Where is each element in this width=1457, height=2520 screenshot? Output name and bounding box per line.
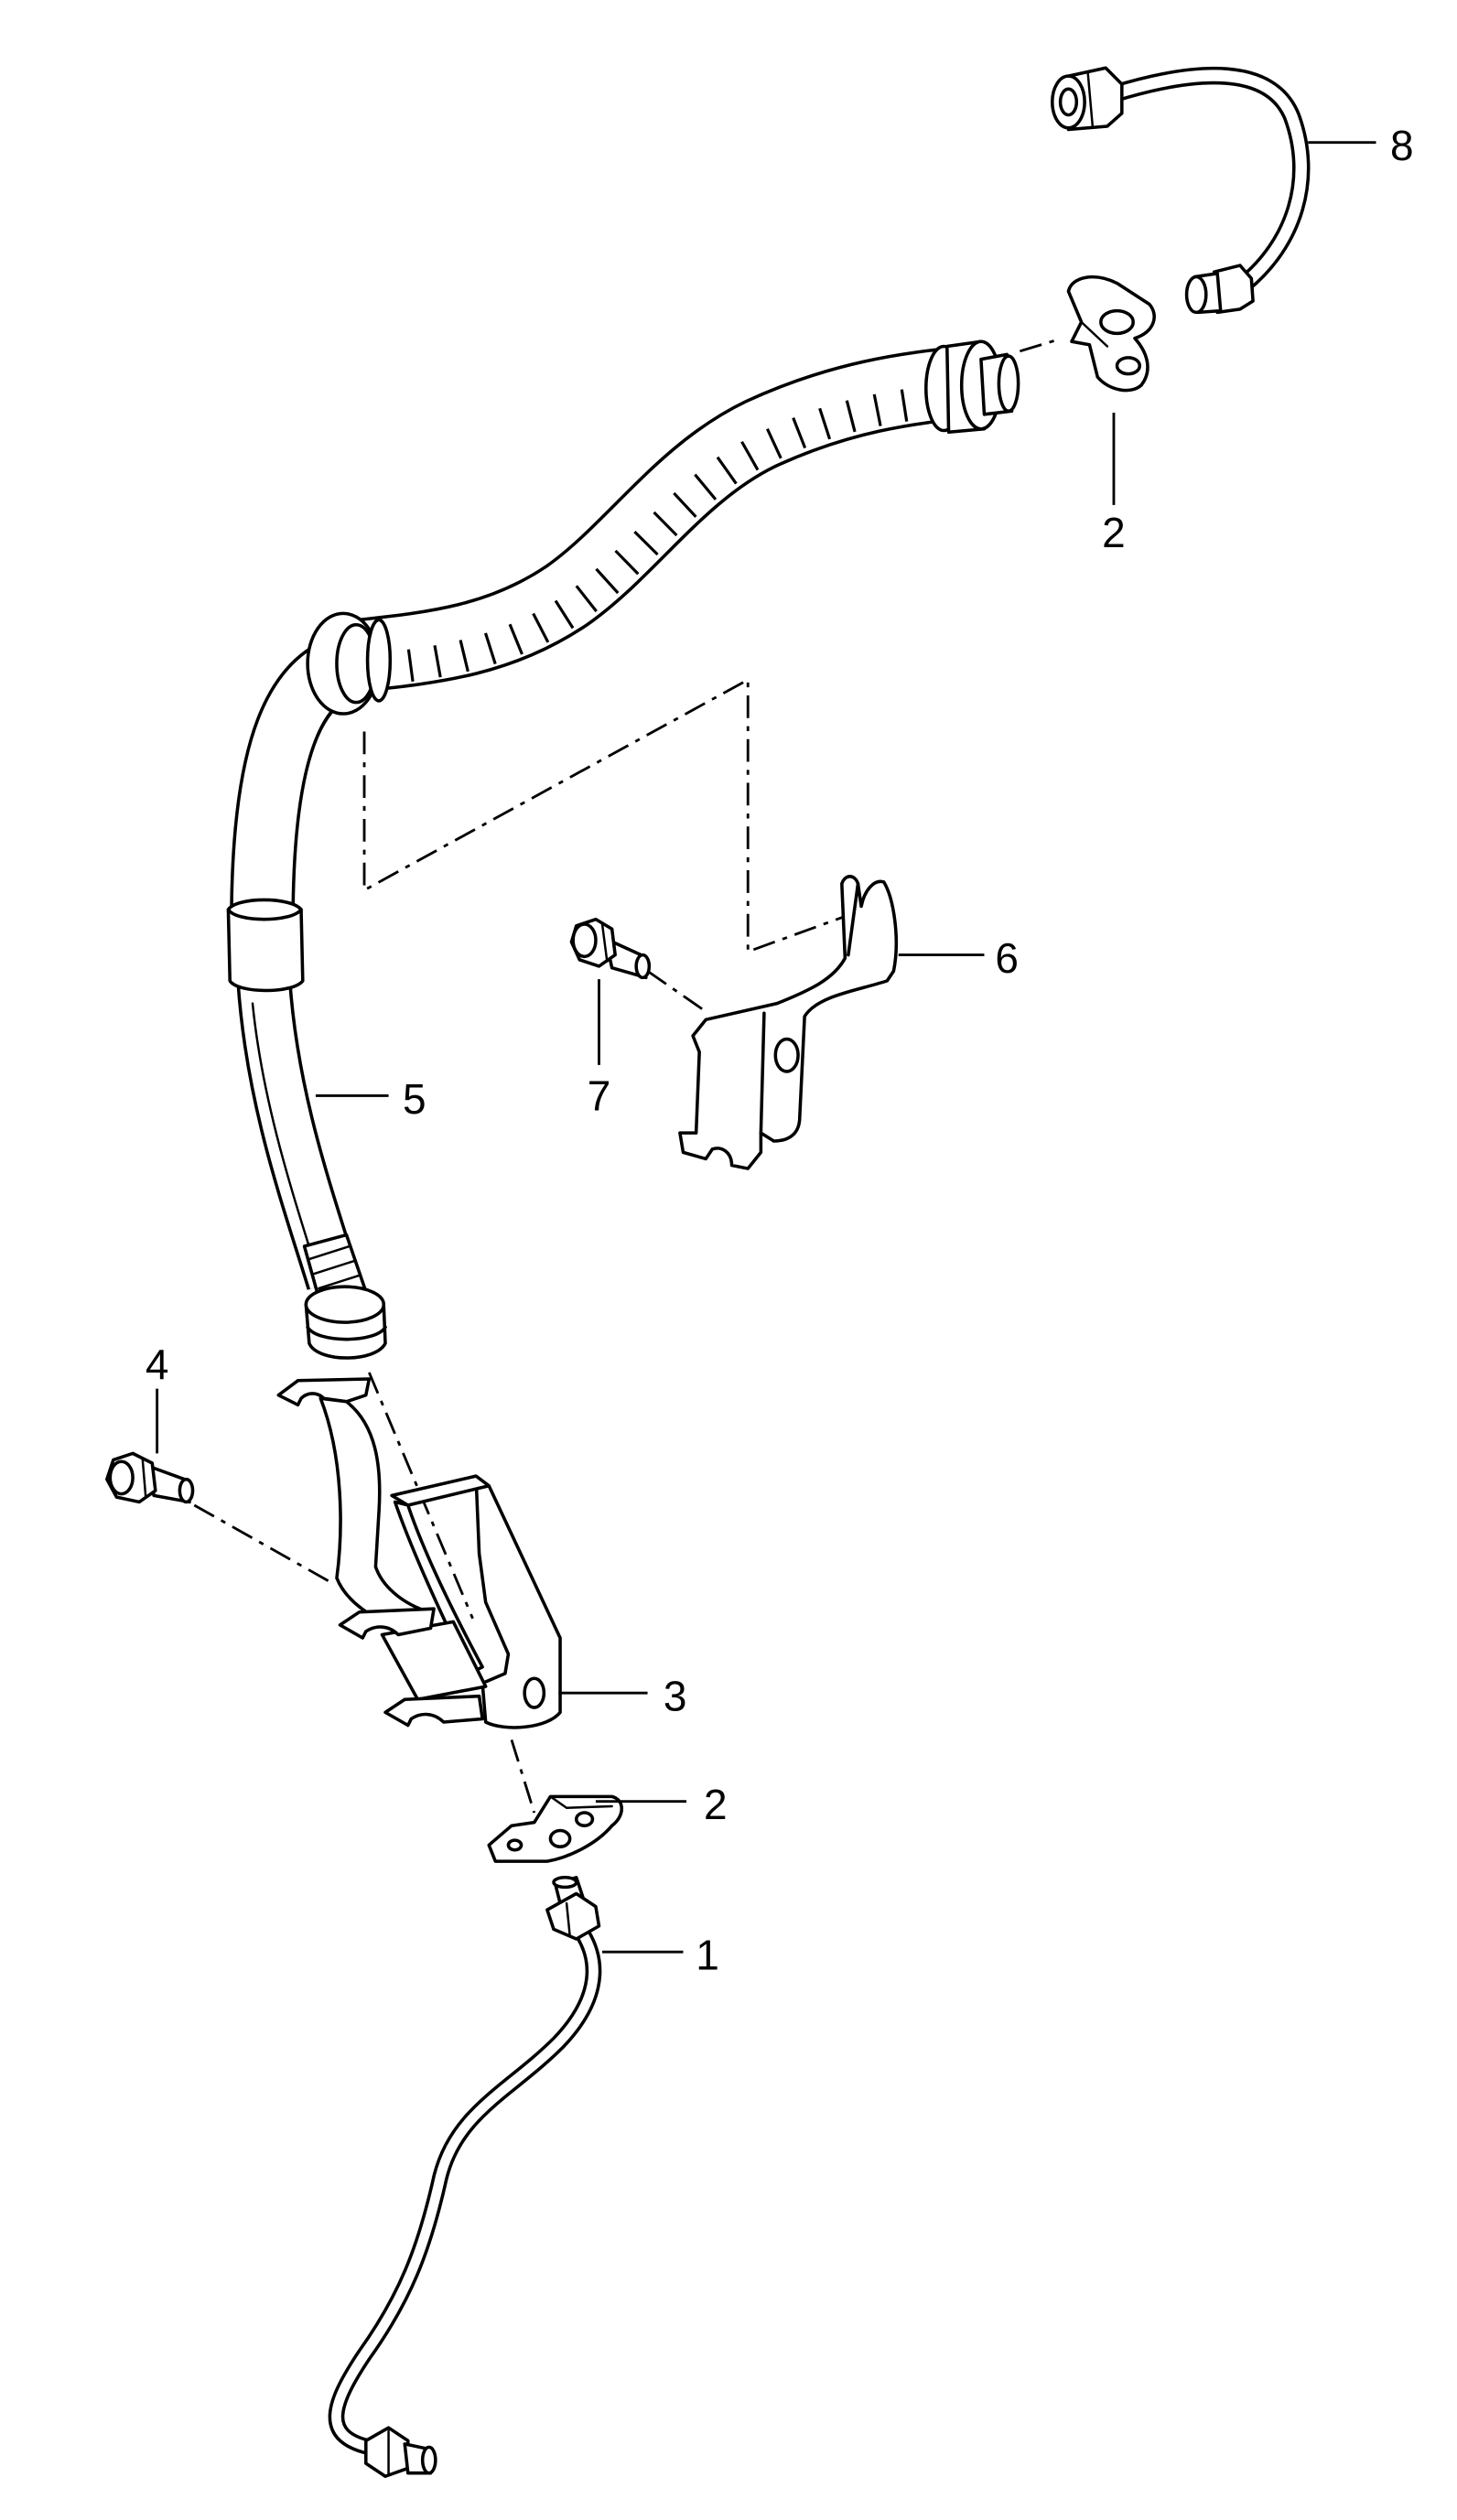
part-1-top-nut <box>545 1891 601 1941</box>
part-6-bracket <box>678 875 899 1170</box>
part-3-bracket-lower-tab-2 <box>383 1694 484 1728</box>
part-8-brake-line <box>1050 66 1311 315</box>
part-6-bracket-bend <box>759 1011 766 1135</box>
part-5-crimp-line-1 <box>308 1244 351 1261</box>
part-1-top-thread-end <box>552 1876 578 1890</box>
part-5-corrugated-fill <box>355 348 972 690</box>
part-5-top-right-nipple-end <box>997 354 1020 414</box>
leader-lines <box>156 141 1376 1954</box>
callout-part-4: 4 <box>146 1341 169 1388</box>
assembly-line-hose-to-bracket-6 <box>362 677 856 954</box>
part-5-bottom-collar-top <box>304 1285 386 1324</box>
part-4-bolt <box>105 1451 195 1504</box>
callout-labels: 8 2 6 7 5 4 3 2 1 <box>146 122 1414 1979</box>
part-5-brake-hose <box>226 339 1020 1360</box>
part-3-bracket-channel-top <box>390 1474 491 1507</box>
part-6-bracket-hole <box>773 1037 800 1073</box>
part-3-bracket-lower-tab-1 <box>338 1607 436 1640</box>
part-1-top-nut-edge <box>565 1901 571 1937</box>
part-1-bottom-thread-end <box>420 2445 437 2475</box>
part-4-bolt-tip <box>178 1477 195 1504</box>
callout-part-8: 8 <box>1390 122 1414 169</box>
callout-part-3: 3 <box>664 1673 687 1720</box>
part-3-bracket-hole <box>523 1676 546 1709</box>
part-5-lower-hose-fill <box>239 979 357 1289</box>
part-3-bracket-channel-right <box>474 1474 562 1729</box>
callout-part-7: 7 <box>588 1072 611 1119</box>
part-1-tube-outline <box>328 1930 602 2456</box>
part-5-lower-hose-highlight <box>251 1002 316 1264</box>
assembly-line-top-clip <box>1019 339 1058 353</box>
part-5-crimp-line-3 <box>318 1274 361 1290</box>
part-2-bottom-clip <box>487 1794 624 1863</box>
part-2-bottom-clip-hole-3 <box>574 1811 595 1827</box>
assembly-line-bracket-to-clip <box>510 1739 536 1814</box>
part-8-tube-fill <box>1112 70 1307 290</box>
part-7-bolt-flange <box>600 922 609 963</box>
assembly-line-bolt-4 <box>193 1503 333 1585</box>
part-3-bracket <box>276 1377 562 1729</box>
part-2-bottom-clip-hole-2 <box>548 1828 572 1848</box>
part-5-sleeve-edge <box>226 908 303 921</box>
part-6-bracket-body <box>678 875 899 1170</box>
part-5-top-left-ring <box>365 618 393 703</box>
assembly-line-bolt-7 <box>646 970 707 1013</box>
part-2-top-clip-slot <box>1115 356 1142 376</box>
part-8-union-nut-bore <box>1058 87 1079 117</box>
callout-part-5: 5 <box>403 1075 426 1123</box>
part-5-bottom-collar-edge <box>306 1325 387 1341</box>
callout-part-2-top: 2 <box>1102 509 1126 556</box>
part-2-top-clip-hole <box>1099 308 1135 336</box>
part-7-bolt <box>569 917 652 980</box>
part-8-end-face <box>1184 275 1208 315</box>
part-5-sleeve <box>226 898 305 993</box>
part-3-bracket-arm <box>318 1396 436 1637</box>
part-7-bolt-head-face <box>571 922 598 959</box>
part-7-bolt-tip <box>634 953 652 980</box>
part-2-top-clip <box>1066 275 1156 393</box>
callout-part-6: 6 <box>995 934 1019 982</box>
part-2-bottom-clip-tab <box>549 1795 613 1809</box>
part-1-tube-fill <box>331 1931 599 2452</box>
callout-part-2-bottom: 2 <box>704 1781 728 1828</box>
part-6-bracket-arm-edge <box>847 881 860 957</box>
part-5-crimp-line-2 <box>312 1259 356 1276</box>
part-1-brake-line <box>328 1876 602 2479</box>
part-4-bolt-head-face <box>108 1459 135 1496</box>
part-3-bracket-top-tab <box>276 1377 372 1407</box>
part-2-bottom-clip-hole-1 <box>506 1838 523 1852</box>
part-4-bolt-flange <box>141 1457 147 1499</box>
part-8-union-nut-edge <box>1086 71 1095 129</box>
part-2-top-clip-fold <box>1080 320 1109 348</box>
callout-part-1: 1 <box>696 1932 719 1979</box>
part-1-bottom-nut <box>364 2426 410 2479</box>
